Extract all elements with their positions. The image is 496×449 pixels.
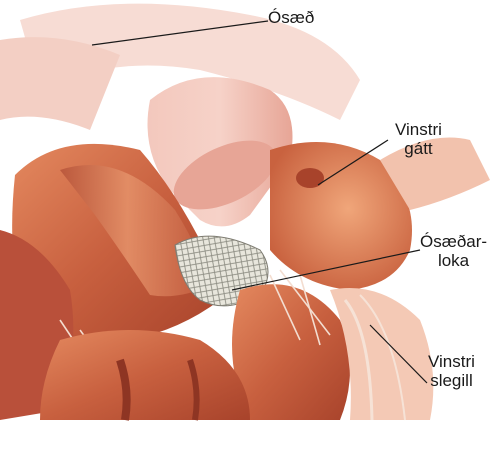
label-aortic-valve-line-2: loka [420,251,487,270]
label-left-ventricle-line-2: slegill [428,371,475,390]
label-left-atrium: Vinstri gátt [395,120,442,158]
label-left-ventricle-line-1: Vinstri [428,352,475,371]
atrial-opening [296,168,324,188]
label-left-atrium-line-2: gátt [395,139,442,158]
septum [232,284,350,420]
label-left-atrium-line-1: Vinstri [395,120,442,139]
label-aorta-text: Ósæð [268,8,314,27]
label-aorta: Ósæð [268,8,314,27]
label-aortic-valve-line-1: Ósæðar- [420,232,487,251]
label-aortic-valve: Ósæðar- loka [420,232,487,270]
label-left-ventricle: Vinstri slegill [428,352,475,390]
